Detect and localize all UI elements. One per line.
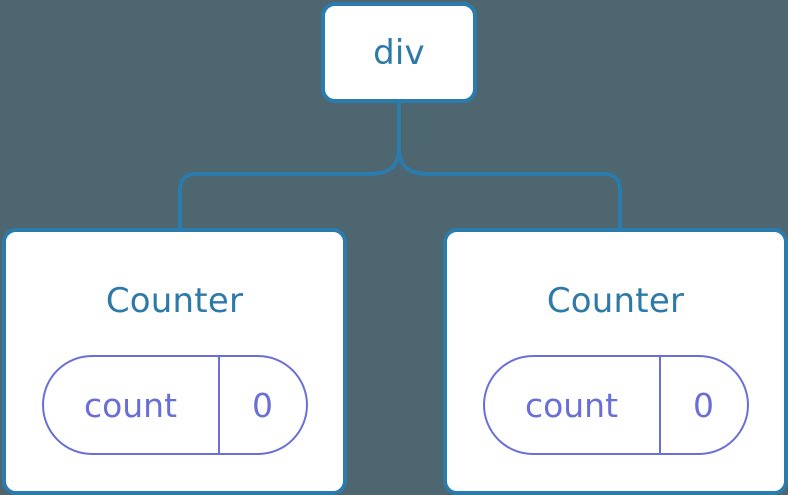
node-counter-right[interactable]: Counter count 0 xyxy=(443,228,788,495)
node-div[interactable]: div xyxy=(321,2,477,103)
state-value-left: 0 xyxy=(217,357,306,453)
connector-branch-left xyxy=(178,147,401,228)
node-counter-left-label: Counter xyxy=(105,281,244,321)
connector-branch-right xyxy=(397,147,622,228)
node-div-label: div xyxy=(373,32,425,73)
state-key-right: count xyxy=(524,385,619,425)
node-counter-left[interactable]: Counter count 0 xyxy=(2,228,347,495)
state-pill-left[interactable]: count 0 xyxy=(41,355,308,455)
node-counter-right-label: Counter xyxy=(546,281,685,321)
state-value-right: 0 xyxy=(658,357,747,453)
state-key-left: count xyxy=(83,385,178,425)
state-pill-right[interactable]: count 0 xyxy=(482,355,749,455)
